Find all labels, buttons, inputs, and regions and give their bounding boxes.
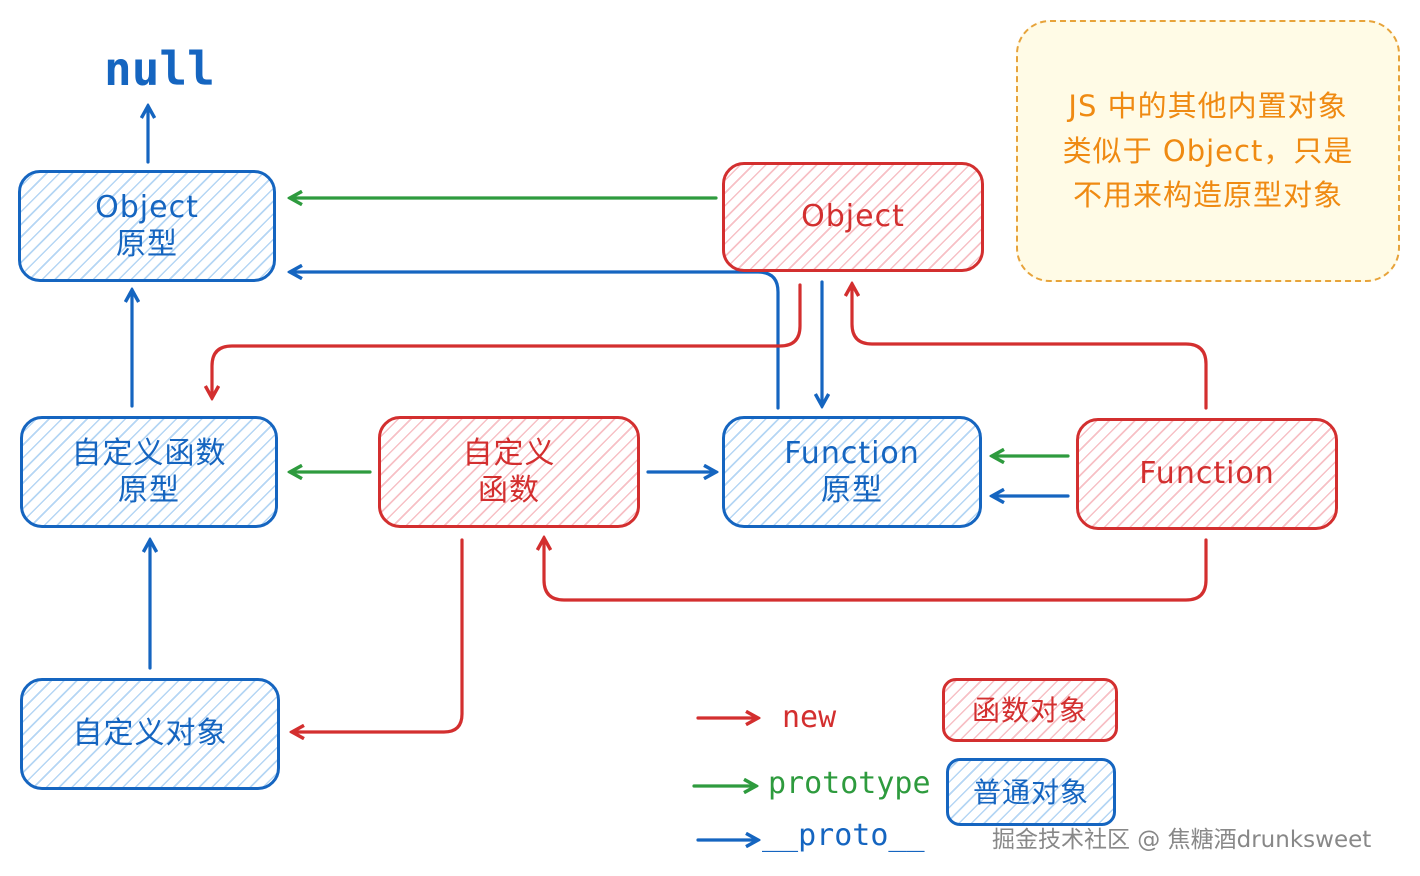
custom-function-prototype-node: 自定义函数 原型 (20, 416, 278, 528)
legend-plain-object: 普通对象 (946, 758, 1116, 826)
note-line-2: 类似于 Object，只是 (1062, 133, 1354, 168)
function-constructor-title: Function (1139, 456, 1275, 492)
object-prototype-title: Object (95, 189, 199, 225)
custom-object-title: 自定义对象 (72, 716, 228, 752)
legend-new-label: new (782, 700, 837, 735)
function-prototype-title: Function (784, 435, 920, 471)
function-prototype-subtitle: 原型 (821, 473, 883, 508)
object-constructor-node: Object (722, 162, 984, 272)
legend-prototype-label: prototype (768, 766, 931, 801)
function-constructor-node: Function (1076, 418, 1338, 530)
legend-function-object-label: 函数对象 (971, 693, 1088, 727)
custom-function-node: 自定义 函数 (378, 416, 640, 528)
note-line-1: JS 中的其他内置对象 (1068, 88, 1348, 123)
legend-proto-label: __proto__ (762, 818, 925, 853)
arrow-function-proto-to-object-proto (290, 272, 780, 410)
note-line-3: 不用来构造原型对象 (1072, 178, 1343, 213)
arrow-function-new-custom-fn (544, 538, 1208, 602)
arrow-custom-fn-new-custom-obj (292, 538, 464, 732)
custom-function-prototype-subtitle: 原型 (118, 473, 180, 508)
arrow-function-new-object (852, 284, 1208, 410)
custom-function-title: 自定义 (462, 435, 556, 471)
legend-function-object: 函数对象 (942, 678, 1118, 742)
object-prototype-node: Object 原型 (18, 170, 276, 282)
custom-function-prototype-title: 自定义函数 (71, 435, 227, 471)
function-prototype-node: Function 原型 (722, 416, 982, 528)
legend-plain-object-label: 普通对象 (972, 775, 1089, 809)
custom-object-node: 自定义对象 (20, 678, 280, 790)
null-label: null (104, 42, 215, 96)
object-constructor-title: Object (801, 199, 905, 235)
custom-function-subtitle: 函数 (478, 473, 540, 508)
arrow-object-new-custom-fn-proto (212, 283, 802, 398)
watermark: 掘金技术社区 @ 焦糖酒drunksweet (992, 827, 1372, 853)
object-prototype-subtitle: 原型 (116, 227, 178, 262)
builtin-note: JS 中的其他内置对象 类似于 Object，只是 不用来构造原型对象 (1016, 20, 1400, 282)
